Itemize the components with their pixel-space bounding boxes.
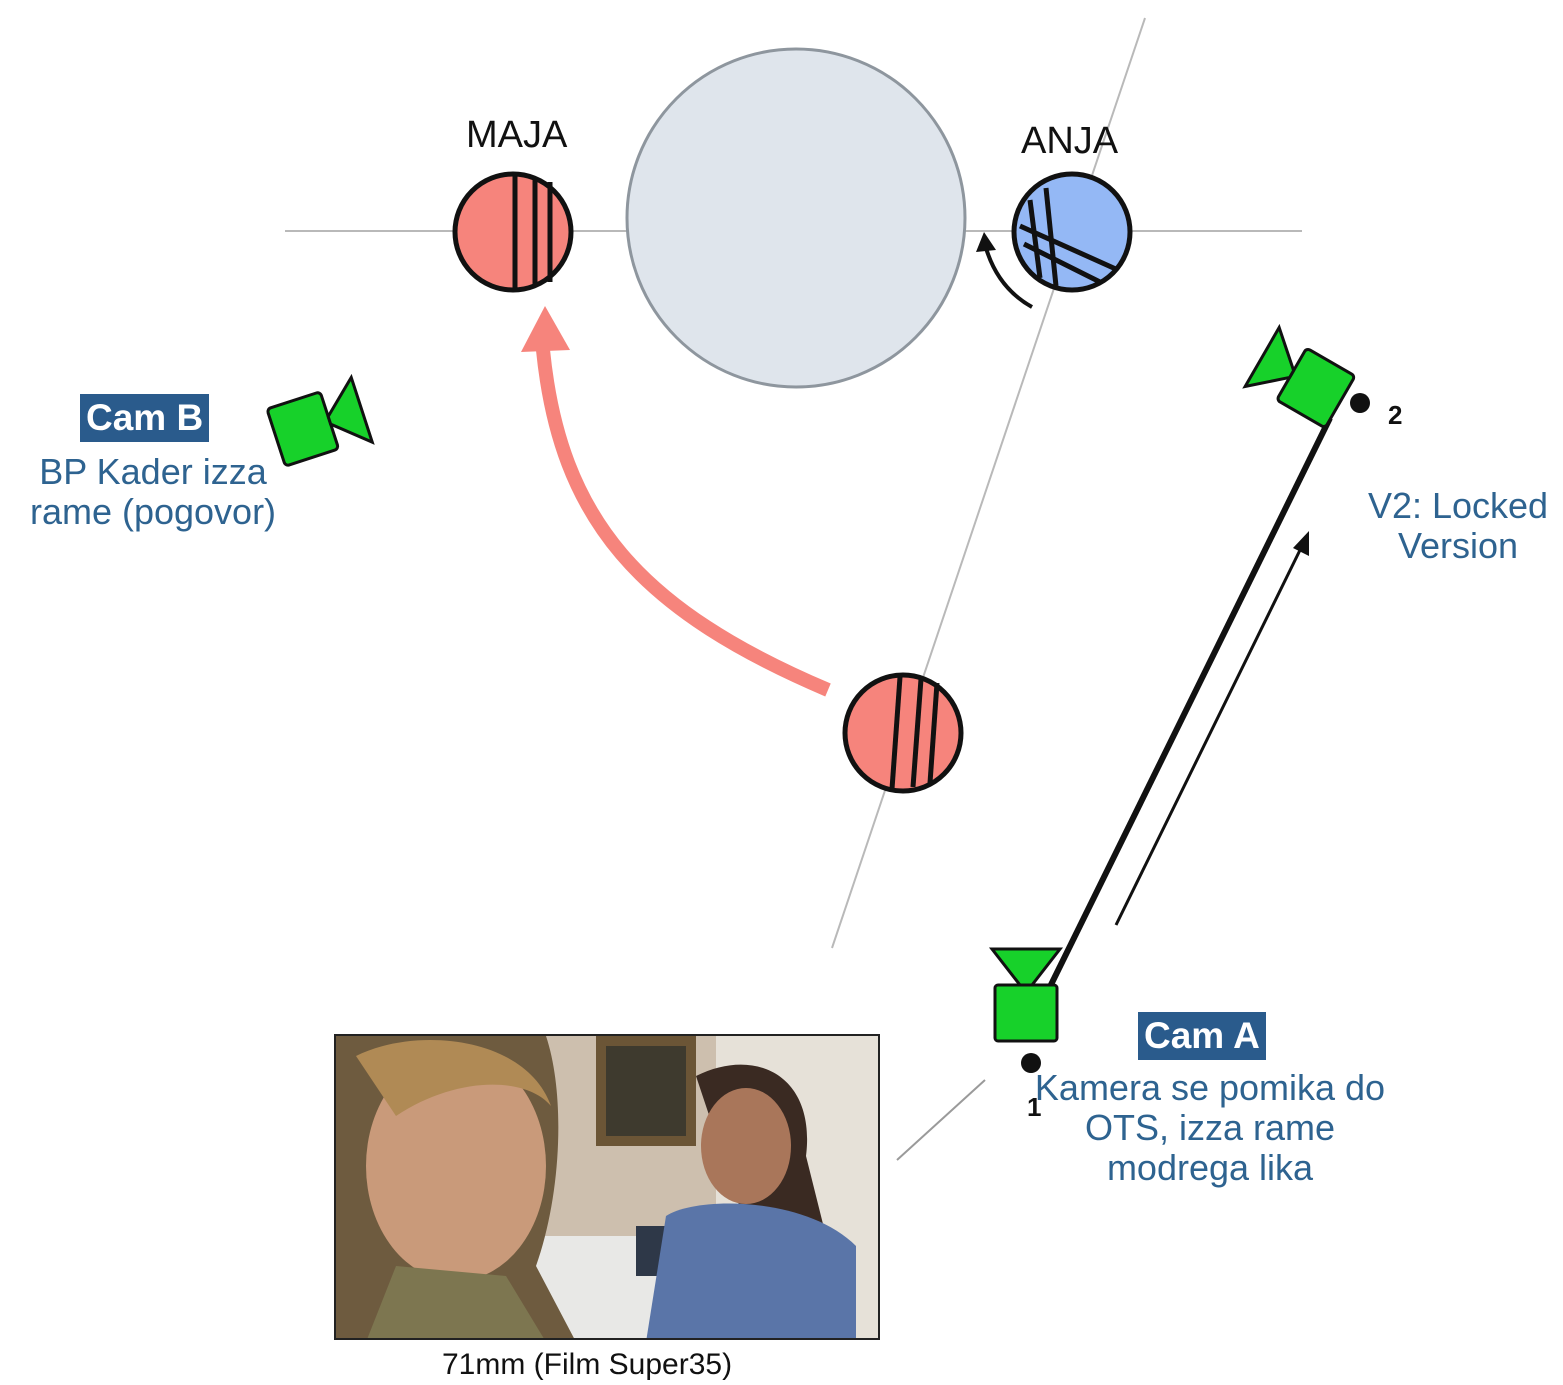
cam-a-camera-icon-start (988, 947, 1064, 1043)
cam-b-note-line2: rame (pogovor) (29, 491, 277, 532)
cam-a-start-marker (1021, 1053, 1041, 1073)
anja-name-label: ANJA (1021, 120, 1119, 162)
cam-b-note: BP Kader izza rame (pogovor) (18, 452, 288, 532)
cam-a-dolly-track (1039, 416, 1333, 1005)
cam-a-note-line1: Kamera se pomika do (1034, 1067, 1386, 1108)
cam-b-note-line1: BP Kader izza (39, 451, 267, 492)
cam-a-tag: Cam A (1138, 1012, 1266, 1060)
anja-turn-arrowhead (976, 232, 996, 252)
cam-a-end-number: 2 (1388, 400, 1403, 430)
frame-still-image (334, 1034, 880, 1340)
cam-a-end-note-line2: Version (1397, 525, 1519, 566)
anja-turn-arrow (984, 247, 1033, 309)
cam-b-camera-icon (266, 373, 375, 467)
cam-a-end-note-line1: V2: Locked (1367, 485, 1549, 526)
cam-a-start-number: 1 (1027, 1092, 1042, 1122)
cam-a-note-line2: OTS, izza rame (1084, 1107, 1336, 1148)
cam-a-end-note: V2: Locked Version (1358, 486, 1558, 566)
diagonal-axis-line (831, 17, 1146, 949)
cam-a-direction-arrow (1114, 545, 1304, 926)
cam-a-note-line3: modrega lika (1106, 1147, 1314, 1188)
maja-movement-arrow (536, 349, 831, 697)
maja-figure-start (842, 672, 964, 794)
cam-a-note: Kamera se pomika do OTS, izza rame modre… (1010, 1068, 1410, 1188)
maja-name-label: MAJA (466, 114, 568, 156)
cam-a-direction-arrowhead (1293, 531, 1309, 556)
table-circle (625, 47, 967, 389)
cam-a-camera-icon-end (1242, 323, 1356, 429)
frame-leader-line (896, 1079, 986, 1161)
frame-still-illustration (336, 1036, 878, 1338)
maja-figure-top (452, 171, 574, 293)
frame-caption: 71mm (Film Super35) (442, 1348, 733, 1381)
maja-movement-arrowhead (521, 306, 570, 352)
cam-b-tag: Cam B (80, 394, 210, 442)
anja-figure (1011, 171, 1133, 293)
cam-a-end-marker (1350, 393, 1370, 413)
